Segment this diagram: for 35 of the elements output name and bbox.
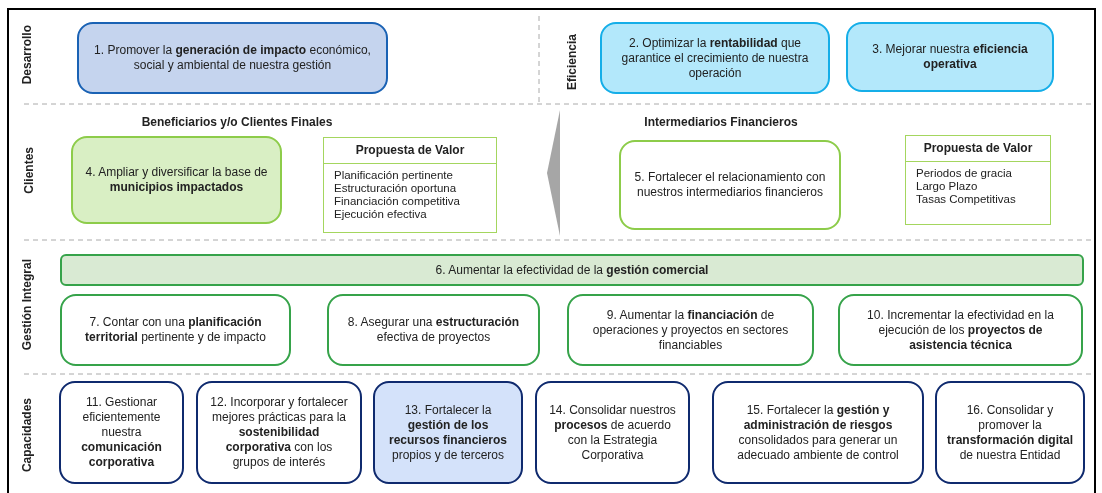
objective-box: 15. Fortalecer la gestión y administración de riesgos consolidados para generar un adecuado ambiente de control xyxy=(712,381,924,484)
band-label: Gestión Integral xyxy=(20,259,34,351)
objective-box: 6. Aumentar la efectividad de la gestión comercial xyxy=(60,254,1084,286)
list-item: Ejecución efectiva xyxy=(334,208,428,221)
objective-box: 13. Fortalecer la gestión de los recursos financieros propios y de terceros xyxy=(373,381,523,484)
value-proposition-panel xyxy=(905,135,1051,225)
objective-box: 5. Fortalecer el relacionamiento con nuestros intermediarios financieros xyxy=(619,140,841,230)
objective-box: 9. Aumentar la financiación de operaciones y proyectos en sectores financiables xyxy=(567,294,814,366)
panel-heading: Propuesta de Valor xyxy=(906,136,1050,162)
objective-box: 16. Consolidar y promover la transformación digital de nuestra Entidad xyxy=(935,381,1085,484)
objective-box: 2. Optimizar la rentabilidad que garantice el crecimiento de nuestra operación xyxy=(600,22,830,94)
band-label: Clientes xyxy=(22,146,36,194)
objective-box: 7. Contar con una planificación territorial pertinente y de impacto xyxy=(60,294,291,366)
objective-box: 10. Incrementar la efectividad en la ejecución de los proyectos de asistencia técnica xyxy=(838,294,1083,366)
objective-box: 14. Consolidar nuestros procesos de acuerdo con la Estrategia Corporativa xyxy=(535,381,690,484)
list-item: Largo Plazo xyxy=(916,180,979,193)
objective-box: 12. Incorporar y fortalecer mejores prácticas para la sostenibilidad corporativa con los grupos de interés xyxy=(196,381,362,484)
list-item: Estructuración oportuna xyxy=(334,182,458,195)
list-item: Periodos de gracia xyxy=(916,167,1013,180)
objective-box: 3. Mejorar nuestra eficiencia operativa xyxy=(846,22,1054,92)
list-item: Planificación pertinente xyxy=(334,169,454,182)
triangle-divider xyxy=(547,110,560,236)
section-heading: Beneficiarios y/o Clientes Finales xyxy=(141,115,333,129)
objective-box: 4. Ampliar y diversificar la base de municipios impactados xyxy=(71,136,282,224)
band-label: Capacidades xyxy=(20,397,34,472)
band-label: Desarrollo xyxy=(20,25,34,85)
list-item: Financiación competitiva xyxy=(334,195,461,208)
objective-box: 1. Promover la generación de impacto económico, social y ambiental de nuestra gestión xyxy=(77,22,388,94)
band-label: Eficiencia xyxy=(565,34,579,90)
section-heading: Intermediarios Financieros xyxy=(644,115,798,129)
objective-box: 8. Asegurar una estructuración efectiva de proyectos xyxy=(327,294,540,366)
value-proposition-panel xyxy=(323,137,497,233)
panel-heading: Propuesta de Valor xyxy=(324,138,496,164)
list-item: Tasas Competitivas xyxy=(916,193,1017,206)
objective-box: 11. Gestionar eficientemente nuestra comunicación corporativa xyxy=(59,381,184,484)
